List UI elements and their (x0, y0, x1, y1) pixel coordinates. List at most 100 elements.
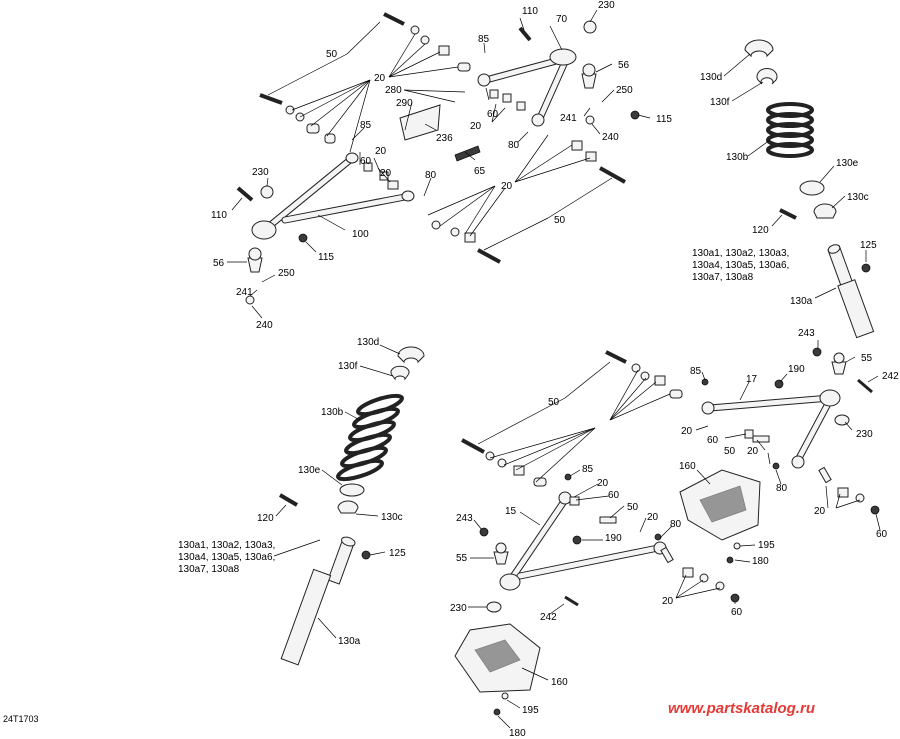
callout-20: 20 (375, 146, 387, 157)
retainer-130c (337, 500, 359, 514)
callout-130-list: 130a7, 130a8 (178, 564, 240, 575)
callout-60: 60 (876, 529, 888, 540)
callout-20: 20 (647, 512, 659, 523)
callout-80: 80 (776, 483, 788, 494)
nut (438, 45, 450, 56)
callout-250: 250 (616, 85, 633, 96)
watermark-text: www.partskatalog.ru (668, 700, 815, 717)
callout-50: 50 (548, 397, 560, 408)
diagram-reference-code: 24T1703 (3, 714, 39, 724)
callout-190: 190 (788, 364, 805, 375)
callout-100: 100 (352, 229, 369, 240)
bolt-50 (461, 438, 485, 454)
callout-242: 242 (540, 612, 557, 623)
callout-55: 55 (456, 553, 468, 564)
ring-130e (799, 180, 825, 196)
callout-230: 230 (598, 0, 615, 11)
arm-bushing (477, 73, 491, 87)
bolt-50-right (599, 166, 626, 184)
callout-130-list: 130a1, 130a2, 130a3, (692, 248, 789, 259)
callout-20: 20 (380, 168, 392, 179)
washer-230 (486, 601, 502, 613)
callout-195: 195 (758, 540, 775, 551)
callout-130a: 130a (790, 296, 813, 307)
callout-236: 236 (436, 133, 453, 144)
arm-bushing (531, 113, 545, 127)
callout-20: 20 (374, 73, 386, 84)
callout-60: 60 (487, 109, 499, 120)
bolt-50-left (259, 93, 283, 105)
callout-130b: 130b (726, 152, 749, 163)
callout-50: 50 (724, 446, 736, 457)
ball-joint-55-left (493, 551, 509, 565)
callout-115: 115 (318, 252, 334, 263)
callout-130-list: 130a7, 130a8 (692, 272, 754, 283)
arm-bushing (345, 152, 359, 164)
callout-195: 195 (522, 705, 539, 716)
callout-125: 125 (860, 240, 877, 251)
nut-125 (861, 263, 871, 273)
callout-130b: 130b (321, 407, 344, 418)
callout-130-list: 130a1, 130a2, 130a3, (178, 540, 275, 551)
callout-250: 250 (278, 268, 295, 279)
spring-retainer-130d (397, 346, 425, 364)
bolt-120 (278, 493, 299, 507)
bushing (324, 133, 336, 144)
nut-125 (361, 550, 371, 560)
callout-20: 20 (747, 446, 759, 457)
shock-absorber-130a (827, 244, 875, 339)
callout-120: 120 (752, 225, 769, 236)
callout-110: 110 (522, 6, 538, 17)
callout-240: 240 (256, 320, 273, 331)
bolt-242 (857, 378, 873, 394)
callout-85: 85 (478, 34, 490, 45)
callout-230: 230 (856, 429, 873, 440)
nut-115 (298, 233, 308, 243)
callout-180: 180 (509, 728, 526, 739)
retainer-130f (390, 365, 410, 381)
callout-50: 50 (627, 502, 639, 513)
callout-280: 280 (385, 85, 402, 96)
callout-80: 80 (670, 519, 682, 530)
callout-241: 241 (560, 113, 577, 124)
callout-85: 85 (360, 120, 372, 131)
ball-joint-housing (549, 48, 577, 66)
callout-130f: 130f (710, 97, 730, 108)
washer (285, 105, 295, 115)
bracket-236 (399, 104, 441, 141)
callout-50: 50 (326, 49, 338, 60)
callout-50: 50 (554, 215, 566, 226)
arm-bushing (401, 190, 415, 202)
nut-240 (585, 115, 595, 125)
callout-130-list: 130a4, 130a5, 130a6, (692, 260, 789, 271)
callout-20: 20 (597, 478, 609, 489)
shock-absorber-130a (280, 536, 356, 666)
callout-15: 15 (505, 506, 517, 517)
callout-130c: 130c (847, 192, 869, 203)
bolt-242 (564, 595, 579, 607)
callout-243: 243 (456, 513, 473, 524)
callout-115: 115 (656, 114, 672, 125)
callout-55: 55 (861, 353, 873, 364)
ball-joint-55-right (831, 361, 847, 375)
callout-20: 20 (501, 181, 513, 192)
callout-180: 180 (752, 556, 769, 567)
callout-80: 80 (425, 170, 437, 181)
plate-65 (454, 145, 481, 162)
callout-110: 110 (211, 210, 227, 221)
callout-130c: 130c (381, 512, 403, 523)
callout-241: 241 (236, 287, 253, 298)
nut-115 (630, 110, 640, 120)
lower-a-arm-assembly (454, 347, 880, 716)
washer-230 (583, 20, 597, 34)
spring-130b (336, 393, 404, 482)
bolt-50 (605, 350, 627, 364)
washer (410, 25, 420, 35)
callout-60: 60 (707, 435, 719, 446)
callout-60: 60 (360, 156, 372, 167)
ball-joint-housing (819, 389, 841, 407)
upper-a-arm-assembly (236, 12, 640, 305)
callout-130a: 130a (338, 636, 361, 647)
bolt-110 (236, 186, 254, 202)
